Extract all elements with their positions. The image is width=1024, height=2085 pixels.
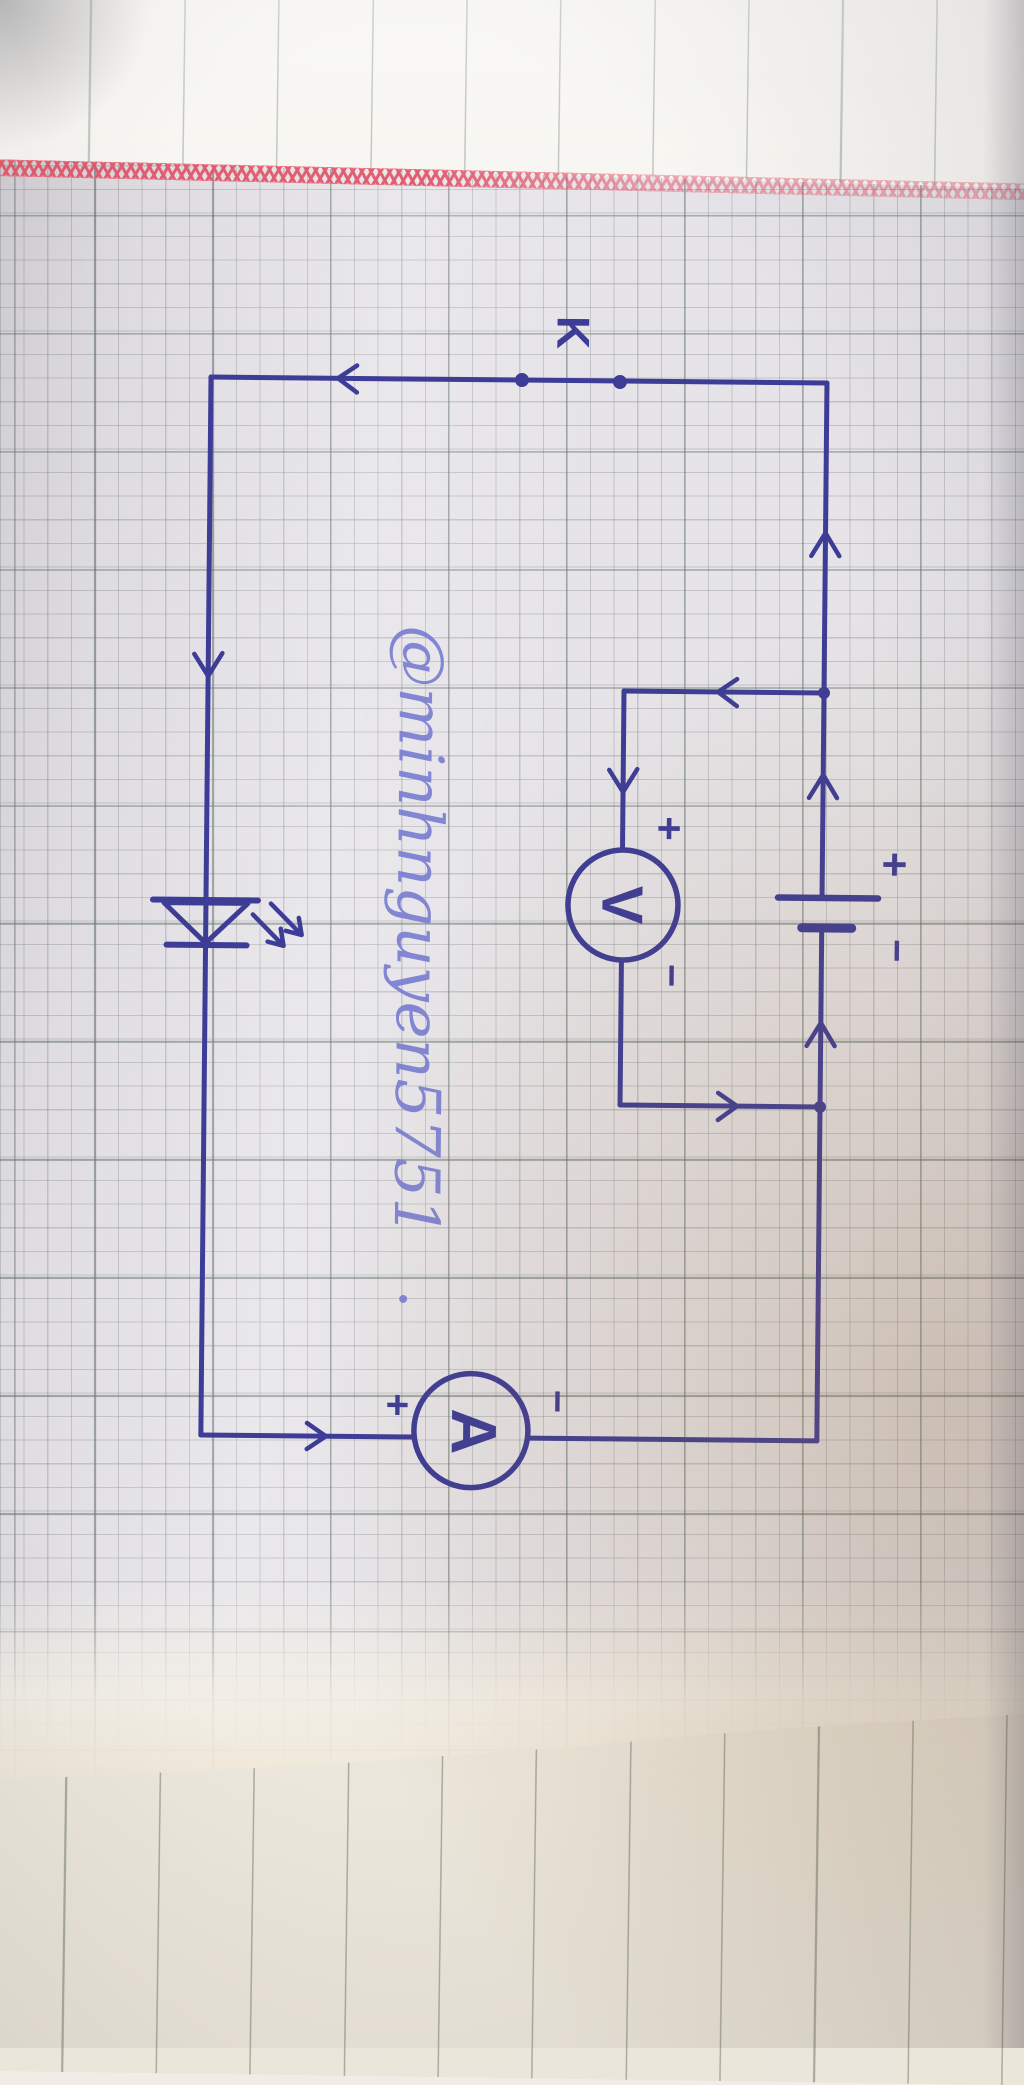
junction-dot-top <box>818 687 830 699</box>
voltmeter-minus-sign: − <box>649 964 693 988</box>
voltmeter-top-wire <box>624 691 824 693</box>
led-symbol <box>153 900 302 946</box>
battery-long-plate <box>778 898 878 899</box>
voltmeter-label: V <box>589 885 654 925</box>
switch-contact-dot-right <box>613 375 627 389</box>
switch-contact-dot-left <box>515 373 529 387</box>
led-emission-arrow-1 <box>253 914 284 945</box>
switch-label: K <box>547 316 599 350</box>
ammeter-label: A <box>438 1408 510 1455</box>
led-cathode-bar <box>167 945 247 946</box>
led-emission-arrow-2 <box>271 904 302 935</box>
junction-dot-bottom <box>814 1101 826 1113</box>
battery-minus-sign: − <box>874 939 918 963</box>
ammeter-minus-sign: − <box>535 1390 579 1414</box>
watermark-period-dot <box>399 1295 407 1303</box>
watermark-text: @minhnguyen5751 <box>380 625 459 1238</box>
ammeter-plus-sign: + <box>375 1393 419 1417</box>
voltmeter-plus-sign: + <box>646 816 693 841</box>
voltmeter-bottom-wire <box>620 1105 820 1107</box>
battery-plus-sign: + <box>870 852 919 878</box>
outer-left-wire <box>201 377 211 1435</box>
